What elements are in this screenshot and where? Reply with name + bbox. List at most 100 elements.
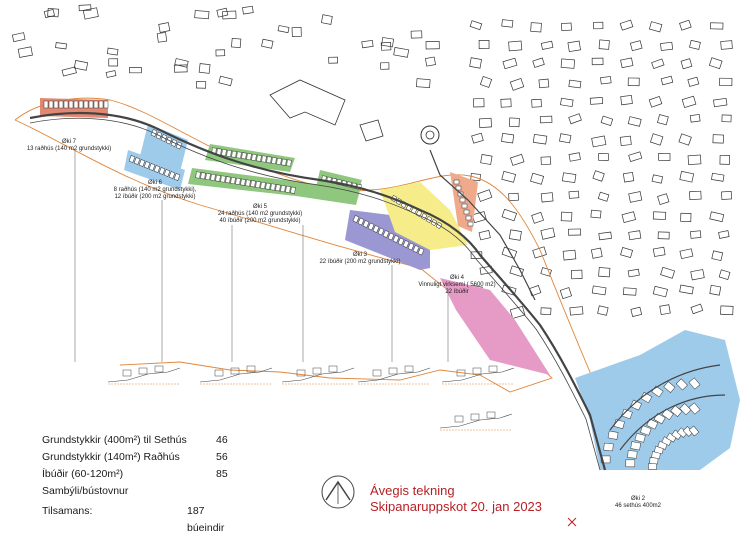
building-footprint — [532, 133, 548, 145]
building-footprint — [508, 117, 520, 128]
building-footprint — [47, 8, 60, 18]
building-footprint — [711, 250, 724, 262]
cross-sections — [107, 365, 515, 431]
building-footprint — [600, 76, 612, 85]
building-footprint — [509, 305, 526, 319]
building-footprint — [420, 212, 428, 221]
building-footprint — [559, 287, 573, 300]
summary-value: 56 — [216, 451, 228, 463]
building-footprint — [646, 418, 659, 430]
building-footprint — [175, 141, 183, 150]
building-footprint — [103, 100, 109, 109]
building-footprint — [215, 49, 226, 57]
building-footprint — [652, 246, 666, 257]
building-footprint — [627, 450, 638, 459]
summary-row-total: Tilsamans: 187 búeindir — [42, 503, 242, 534]
building-footprint — [397, 237, 405, 246]
building-footprint — [508, 192, 519, 202]
building-footprint — [678, 133, 692, 146]
building-footprint — [163, 169, 171, 177]
building-footprint — [290, 186, 296, 194]
building-footprint — [265, 182, 271, 190]
building-footprint — [133, 157, 141, 165]
building-footprint — [48, 100, 54, 109]
building-footprint — [416, 78, 431, 88]
zone-oki5-desc1: 24 raðhús (140 m2 grundstykki) — [217, 211, 303, 217]
zone-oki6-desc2: 12 íbúðir (200 m2 grundstykki) — [114, 194, 196, 200]
building-footprint — [251, 153, 257, 161]
building-footprint — [196, 80, 207, 89]
building-footprint — [559, 133, 572, 144]
building-footprint — [657, 193, 670, 205]
building-footprint — [198, 63, 211, 74]
building-footprint — [709, 211, 725, 223]
building-footprint — [280, 185, 286, 193]
existing-buildings — [11, 4, 734, 319]
cross-section — [441, 365, 515, 385]
existing-large-building — [269, 79, 346, 126]
building-footprint — [417, 247, 425, 256]
access-road — [429, 149, 536, 301]
building-footprint — [218, 75, 233, 87]
building-footprint — [560, 97, 574, 108]
summary-table: Grundstykkir (400m²) til Sethús 46 Grund… — [42, 432, 242, 534]
building-footprint — [658, 152, 671, 161]
building-footprint — [628, 230, 642, 241]
building-footprint — [174, 58, 189, 68]
building-footprint — [68, 100, 74, 109]
building-footprint — [242, 5, 254, 15]
building-footprint — [500, 98, 512, 108]
building-footprint — [43, 9, 55, 19]
building-footprint — [266, 156, 272, 164]
building-footprint — [55, 42, 67, 50]
building-footprint — [622, 171, 635, 183]
building-footprint — [453, 179, 460, 185]
building-footprint — [501, 246, 518, 259]
building-footprint — [153, 165, 161, 173]
building-footprint — [502, 57, 518, 70]
building-footprint — [477, 189, 493, 202]
building-footprint — [597, 191, 610, 202]
building-footprint — [393, 47, 410, 58]
building-footprint — [721, 191, 733, 200]
draft-note: Ávegis tekning Skipanaruppskot 20. jan 2… — [370, 483, 600, 515]
building-footprint — [680, 58, 693, 70]
building-footprint — [531, 98, 542, 108]
zone-oki4-label: Øki 4 Vinnuligt virksemi ( 5600 m2) 22 í… — [402, 275, 512, 296]
building-footprint — [469, 57, 482, 69]
building-footprint — [245, 179, 251, 187]
main-road — [29, 111, 607, 471]
building-footprint — [627, 77, 640, 87]
building-footprint — [463, 209, 470, 215]
building-footprint — [61, 66, 77, 77]
building-footprint — [275, 184, 281, 192]
building-footprint — [628, 151, 643, 162]
building-footprint — [377, 227, 385, 236]
summary-row: Grundstykkir (400m²) til Sethús 46 — [42, 432, 242, 449]
building-footprint — [540, 192, 554, 203]
building-footprint — [528, 285, 542, 297]
building-footprint — [367, 222, 375, 231]
building-footprint — [630, 399, 642, 411]
building-footprint — [240, 178, 246, 186]
building-footprint — [222, 10, 237, 20]
building-footprint — [352, 215, 360, 223]
building-footprint — [261, 155, 267, 163]
summary-value: 187 búeindir — [187, 505, 225, 534]
curved-street — [609, 364, 726, 451]
zone-oki4-desc2: 22 íbúðir — [445, 289, 469, 295]
building-footprint — [73, 100, 79, 109]
building-footprint — [173, 173, 181, 181]
building-footprint — [630, 441, 642, 451]
section-leader-lines — [74, 150, 449, 362]
cross-section — [199, 365, 273, 385]
building-footprint — [241, 152, 247, 160]
building-footprint — [688, 377, 701, 390]
building-footprint — [679, 284, 694, 295]
building-footprint — [215, 174, 221, 182]
building-footprint — [681, 95, 697, 108]
building-footprint — [675, 378, 688, 391]
building-footprint — [670, 405, 683, 418]
building-footprint — [158, 167, 166, 175]
building-footprint — [509, 265, 525, 278]
